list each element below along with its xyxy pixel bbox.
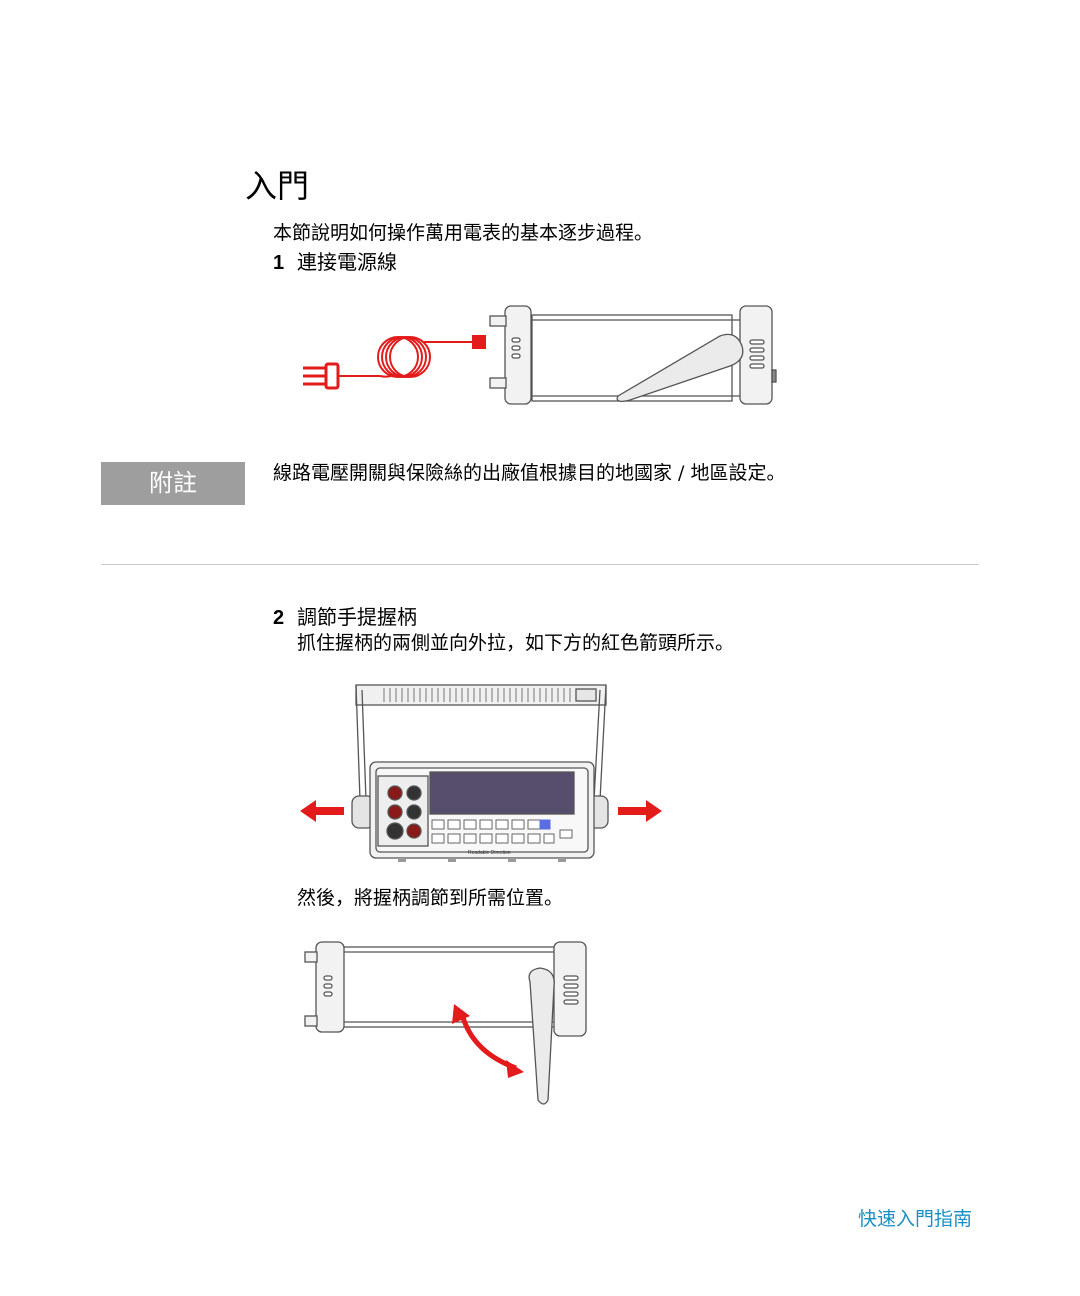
figure-handle-pull: Readable Direction — [298, 682, 664, 864]
step-1-title: 連接電源線 — [297, 250, 397, 274]
meter-side-view-2 — [305, 942, 586, 1104]
panel-label: Readable Direction — [468, 850, 511, 856]
step-2-title: 調節手提握柄 — [297, 605, 417, 629]
figure-power-cord — [300, 300, 780, 410]
figure-handle-adjust — [302, 932, 592, 1112]
step-1-number: 1 — [273, 250, 297, 276]
note-text: 線路電壓開關與保險絲的出廠值根據目的地國家 / 地區設定。 — [273, 460, 785, 486]
meter-front-panel — [370, 762, 594, 858]
intro-text: 本節說明如何操作萬用電表的基本逐步過程。 — [273, 220, 653, 246]
section-title: 入門 — [245, 166, 309, 206]
step-2-number: 2 — [273, 605, 297, 631]
step-2-followup: 然後，將握柄調節到所需位置。 — [297, 885, 563, 911]
meter-side-view — [490, 306, 776, 404]
note-label: 附註 — [101, 462, 245, 505]
step-2-description: 抓住握柄的兩側並向外拉，如下方的紅色箭頭所示。 — [297, 630, 734, 656]
section-divider — [101, 564, 979, 565]
footer-guide-title: 快速入門指南 — [858, 1206, 972, 1232]
power-cord-coil — [378, 337, 476, 377]
